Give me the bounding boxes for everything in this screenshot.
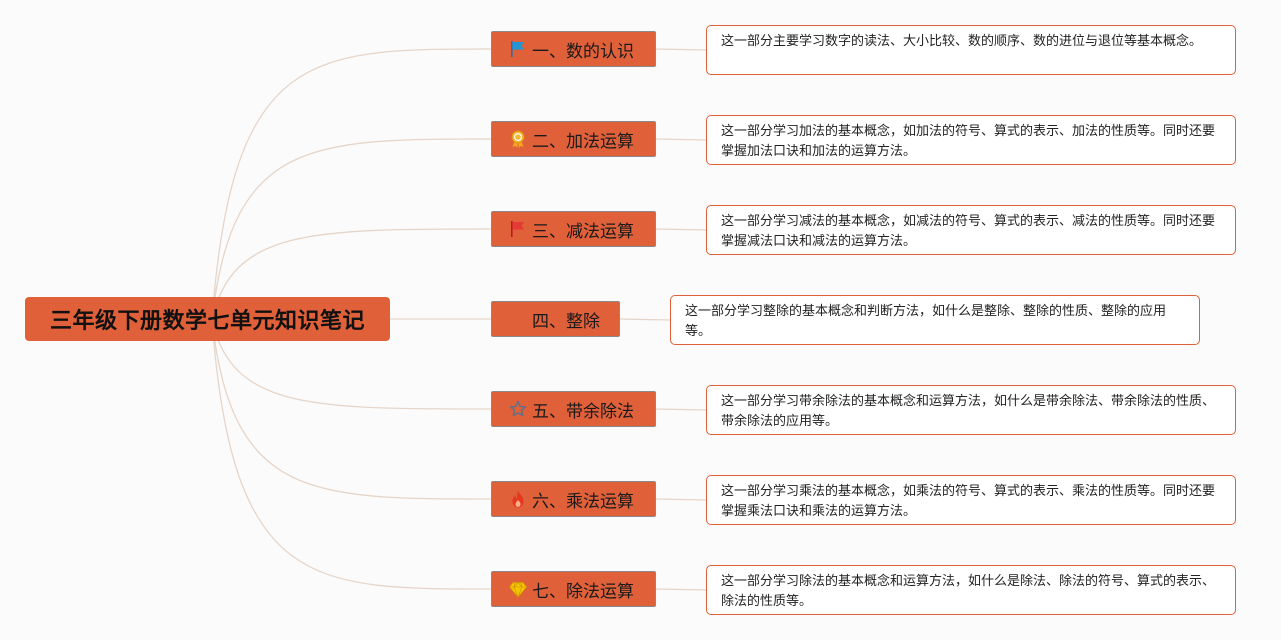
branch-line — [211, 138, 492, 321]
flag-blue-icon — [508, 39, 528, 59]
topic-note[interactable]: 这一部分学习减法的基本概念，如减法的符号、算式的表示、减法的性质等。同时还要掌握… — [706, 205, 1236, 255]
flag-red-icon — [508, 219, 528, 239]
topic-node[interactable]: 七、除法运算 — [491, 571, 656, 607]
topic-note[interactable]: 这一部分学习整除的基本概念和判断方法，如什么是整除、整除的性质、整除的应用等。 — [670, 295, 1200, 345]
topic-note[interactable]: 这一部分学习加法的基本概念，如加法的符号、算式的表示、加法的性质等。同时还要掌握… — [706, 115, 1236, 165]
diamond-icon — [508, 579, 528, 599]
fire-icon — [508, 489, 528, 509]
note-connector — [655, 588, 707, 591]
topic-label: 一、数的认识 — [532, 41, 634, 62]
topic-label: 五、带余除法 — [532, 401, 634, 422]
topic-note[interactable]: 这一部分主要学习数字的读法、大小比较、数的顺序、数的进位与退位等基本概念。 — [706, 25, 1236, 75]
topic-label: 七、除法运算 — [532, 581, 634, 602]
branch-line — [211, 319, 492, 590]
note-connector — [655, 48, 707, 51]
topic-label: 二、加法运算 — [532, 131, 634, 152]
note-connector — [655, 228, 707, 231]
award-ribbon-icon — [508, 129, 528, 149]
topic-label: 四、整除 — [532, 311, 600, 332]
topic-node[interactable]: 六、乘法运算 — [491, 481, 656, 517]
topic-label: 六、乘法运算 — [532, 491, 634, 512]
branch-line — [211, 319, 492, 500]
topic-label: 三、减法运算 — [532, 221, 634, 242]
branch-line — [211, 228, 492, 321]
note-connector — [655, 408, 707, 411]
note-connector — [619, 318, 671, 321]
root-topic[interactable]: 三年级下册数学七单元知识笔记 — [25, 297, 390, 341]
note-connector — [655, 138, 707, 141]
topic-node[interactable]: 五、带余除法 — [491, 391, 656, 427]
topic-node[interactable]: 三、减法运算 — [491, 211, 656, 247]
topic-node[interactable]: 四、整除 — [491, 301, 620, 337]
topic-node[interactable]: 二、加法运算 — [491, 121, 656, 157]
topic-note[interactable]: 这一部分学习乘法的基本概念，如乘法的符号、算式的表示、乘法的性质等。同时还要掌握… — [706, 475, 1236, 525]
note-connector — [655, 498, 707, 501]
topic-note[interactable]: 这一部分学习带余除法的基本概念和运算方法，如什么是带余除法、带余除法的性质、带余… — [706, 385, 1236, 435]
star-outline-icon — [508, 399, 528, 419]
topic-node[interactable]: 一、数的认识 — [491, 31, 656, 67]
branch-line — [211, 48, 492, 321]
branch-line — [211, 319, 492, 410]
topic-note[interactable]: 这一部分学习除法的基本概念和运算方法，如什么是除法、除法的符号、算式的表示、除法… — [706, 565, 1236, 615]
